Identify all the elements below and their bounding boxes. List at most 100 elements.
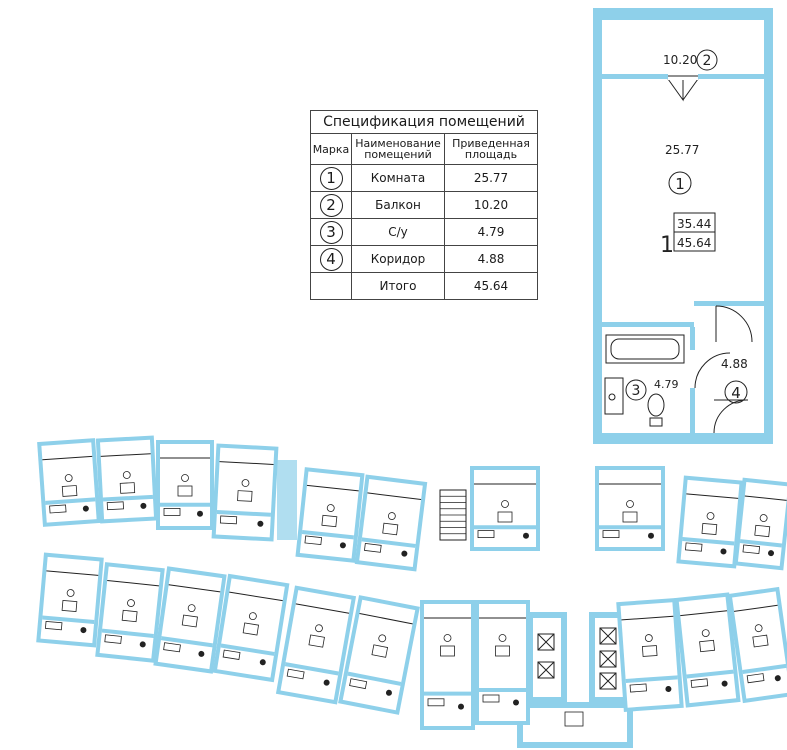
floor-unit-partition — [361, 537, 416, 548]
floor-unit-toilet — [139, 641, 146, 648]
floor-unit-area-box — [237, 490, 253, 502]
table-row: 3 С/у 4.79 — [310, 218, 538, 246]
floor-unit-area-box — [177, 485, 193, 497]
floor-unit-toilet — [774, 675, 781, 682]
floor-unit-bathtub — [349, 678, 368, 690]
floor-unit-interior — [680, 479, 740, 565]
header-mark: Марка — [310, 133, 352, 165]
mark-circle: 4 — [319, 247, 343, 271]
floor-unit-balcony-line — [680, 610, 728, 617]
floor-unit-partition — [284, 662, 339, 676]
floor-unit — [211, 443, 279, 542]
floor-unit-bathtub — [163, 642, 181, 653]
elevator-cross — [537, 661, 555, 679]
floor-unit — [338, 595, 420, 715]
floor-unit-mark — [626, 500, 634, 508]
elevator — [599, 672, 617, 690]
floor-unit-interior — [479, 604, 526, 721]
floor-unit-area-box — [495, 645, 510, 657]
bath-area: 4.79 — [654, 378, 679, 391]
floor-unit-mark — [127, 599, 135, 607]
floor-unit-partition — [347, 671, 402, 686]
floor-unit-balcony-line — [229, 591, 283, 602]
floor-unit-interior — [342, 599, 416, 711]
floor-unit-balcony-line — [46, 570, 99, 576]
floor-unit — [727, 586, 787, 704]
floor-unit-interior — [215, 447, 275, 538]
floor-unit-bathtub — [364, 542, 382, 553]
floor-unit-bathtub — [690, 678, 709, 688]
floor-unit — [674, 592, 741, 708]
elevator — [599, 650, 617, 668]
floor-unit-mark — [443, 634, 452, 642]
floor-plan-units — [36, 435, 787, 730]
floor-unit — [275, 585, 357, 705]
room-mark-circle — [668, 171, 692, 195]
floor-unit-mark — [241, 479, 250, 487]
floor-unit-bathtub — [45, 620, 63, 631]
sink — [604, 377, 624, 415]
floor-unit-bathtub — [482, 694, 500, 703]
floor-unit-balcony-line — [219, 461, 274, 465]
floor-unit-mark — [706, 512, 715, 520]
floor-unit-bathtub — [746, 673, 765, 684]
floor-unit-area-box — [308, 634, 325, 648]
corridor-mark: 4 — [731, 384, 741, 402]
floor-unit-mark — [498, 634, 507, 642]
floor-unit-balcony-line — [733, 604, 778, 612]
floor-unit — [470, 466, 540, 551]
floor-unit — [212, 573, 290, 683]
room-area: 4.79 — [444, 218, 538, 246]
elevator-cross — [537, 633, 555, 651]
floor-unit-toilet — [82, 505, 89, 512]
floor-unit-toilet — [197, 510, 203, 517]
spec-title: Спецификация помещений — [310, 110, 538, 134]
core-wall — [527, 612, 567, 703]
floor-unit-bathtub — [629, 683, 647, 693]
room-name: Коридор — [351, 245, 445, 273]
floor-unit-partition — [301, 529, 354, 540]
floor-unit-mark — [759, 514, 768, 522]
floor-unit — [595, 466, 665, 551]
floor-unit-bathtub — [427, 698, 445, 707]
floor-unit-toilet — [339, 542, 346, 549]
floor-unit-area-box — [181, 614, 198, 628]
living-area: 35.44 — [677, 217, 711, 231]
mark-circle: 3 — [319, 220, 343, 244]
room-mark: 1 — [675, 175, 685, 193]
bath-mark: 3 — [632, 383, 641, 399]
floor-unit-area-box — [752, 634, 769, 648]
floor-unit-mark — [64, 474, 73, 482]
floor-unit-area-box — [754, 524, 771, 538]
floor-unit-mark — [122, 471, 131, 479]
floor-unit — [354, 474, 428, 572]
floor-unit — [420, 600, 475, 730]
floor-unit — [36, 552, 104, 648]
elevator — [599, 627, 617, 645]
floor-unit-balcony-line — [367, 492, 422, 500]
floor-unit-area-box — [119, 482, 136, 494]
floor-unit-interior — [424, 604, 471, 726]
floor-unit-bathtub — [742, 544, 761, 555]
floor-unit-toilet — [140, 502, 147, 509]
floor-unit-toilet — [198, 650, 205, 657]
floor-unit-area-box — [121, 609, 138, 623]
floor-unit-bathtub — [163, 507, 181, 516]
shaft-fill — [277, 460, 297, 540]
corridor-mark-circle — [724, 380, 748, 404]
table-row: 1 Комната 25.77 — [310, 164, 538, 192]
floor-unit-partition — [101, 628, 154, 638]
mark-circle: 1 — [319, 166, 343, 190]
floor-unit-toilet — [458, 703, 464, 710]
floor-unit-toilet — [257, 520, 264, 527]
floor-unit-area-box — [321, 514, 338, 528]
floor-unit-bathtub — [286, 668, 305, 680]
balcony-mark-circle — [696, 49, 718, 71]
floor-unit-balcony-line — [686, 493, 739, 499]
floor-unit-toilet — [665, 685, 672, 692]
floor-unit-toilet — [80, 627, 87, 634]
floor-unit-area-box — [61, 599, 78, 613]
toilet-tank — [649, 417, 663, 427]
floor-unit-interior — [280, 590, 352, 700]
balcony-area: 10.20 — [663, 53, 697, 67]
